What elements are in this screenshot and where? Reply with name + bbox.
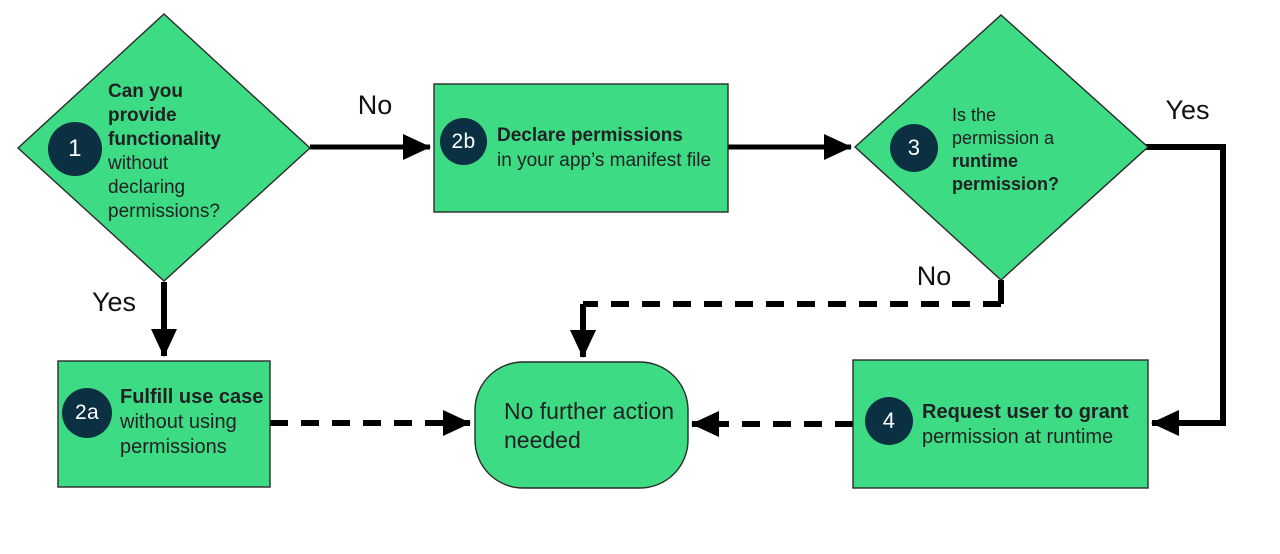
step-1-badge: 1	[48, 122, 102, 176]
decision-1-diamond	[16, 13, 312, 282]
step-3-badge: 3	[890, 124, 938, 172]
process-2a-text-rest: without using permissions	[120, 411, 237, 458]
arrow-step3-yes-to-4	[1146, 144, 1226, 436]
process-4-text: Request user to grant permission at runt…	[922, 400, 1142, 450]
decision-1-text-bold: Can you provide functionality	[108, 81, 221, 150]
step-2a-badge: 2a	[62, 388, 112, 438]
decision-3-text-pre: Is the permission a	[952, 105, 1055, 148]
decision-1-text: Can you provide functionality without de…	[108, 80, 240, 224]
terminal-done-text: No further action needed	[504, 398, 675, 453]
process-4-text-rest: permission at runtime	[922, 426, 1114, 448]
step-4-badge: 4	[865, 397, 913, 445]
decision-3-text-bold: runtime permission?	[952, 151, 1060, 194]
edge-label-no-top: No	[357, 90, 393, 120]
process-2a-text: Fulfill use case without using permissio…	[120, 385, 280, 460]
process-2b-rect	[433, 83, 729, 213]
edge-label-no-middle: No	[916, 261, 952, 291]
process-2b-text: Declare permissions in your app’s manife…	[497, 123, 742, 173]
process-2b-text-rest: in your app’s manifest file	[497, 150, 712, 171]
edge-label-yes-left: Yes	[91, 287, 137, 317]
edge-label-yes-right: Yes	[1165, 95, 1210, 125]
process-4-text-bold: Request user to grant	[922, 401, 1129, 423]
step-2b-badge: 2b	[440, 118, 487, 165]
decision-1-text-rest: without declaring permissions?	[108, 153, 220, 222]
process-2b-text-bold: Declare permissions	[497, 125, 683, 146]
decision-3-text: Is the permission a runtime permission?	[952, 104, 1064, 196]
terminal-done-pill	[474, 361, 689, 489]
process-2a-text-bold: Fulfill use case	[120, 386, 264, 408]
decision-3-diamond	[853, 14, 1150, 281]
